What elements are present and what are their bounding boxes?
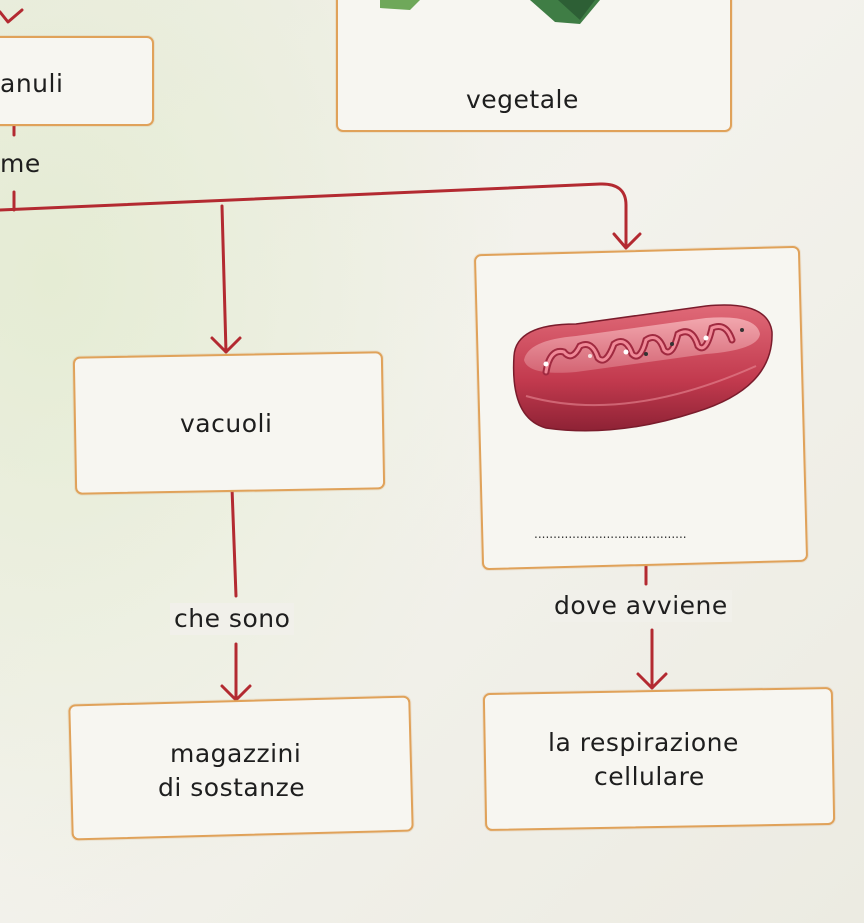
respirazione-label-line2: cellulare [594,762,705,791]
magazzini-label-line1: magazzini [170,739,302,768]
arrow-top-left [0,8,24,24]
magazzini-label-line2: di sostanze [158,773,306,802]
line-to-vacuoli [220,204,228,354]
line-vacuoli-down [230,486,238,598]
arrowhead-respirazione [636,672,668,690]
mitochondrion-image [512,304,773,432]
line-main-horizontal [0,182,628,248]
top-right-box-label: vegetale [466,85,579,114]
left-connector-label: me [0,149,41,178]
top-right-box [336,0,732,132]
vacuoli-label: vacuoli [180,409,273,438]
top-left-box-label: anuli [0,69,64,98]
plant-cell-image-fragment [380,0,600,24]
top-left-box [0,36,154,126]
arrowhead-vacuoli [210,336,242,354]
mitochondrion-answer-blank[interactable]: ........................................ [534,527,687,541]
mitochondrion-link-label: dove avviene [550,590,732,622]
vacuoli-link-label: che sono [170,603,295,635]
arrowhead-mito [612,232,642,250]
respirazione-label-line1: la respirazione [548,728,739,757]
respirazione-box [482,686,836,832]
